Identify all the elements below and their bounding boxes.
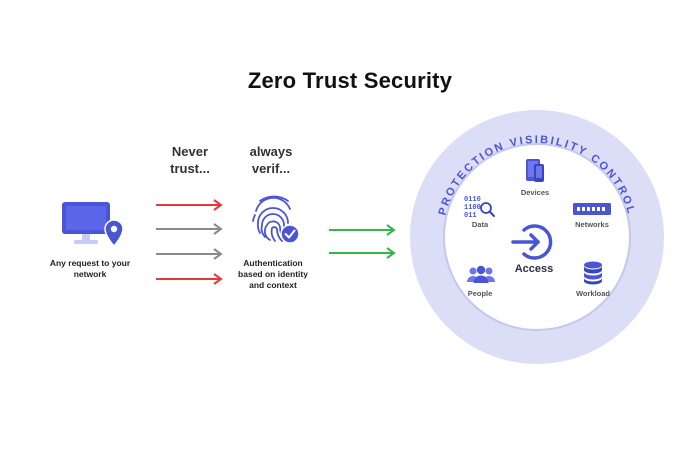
data-label: Data	[471, 220, 489, 229]
gray-arrow-1	[156, 223, 223, 235]
request-caption-line-1: Any request to your	[49, 258, 131, 268]
svg-text:011: 011	[464, 212, 477, 219]
page-title: Zero Trust Security	[247, 68, 453, 93]
always-verify-line-2: verif...	[251, 161, 291, 176]
people-icon	[466, 264, 496, 284]
green-arrow-1	[329, 224, 396, 236]
networks-icon	[572, 202, 612, 216]
verified-arrows	[325, 220, 400, 265]
red-arrow-2	[156, 273, 223, 285]
auth-caption-line-2: based on identity	[238, 269, 308, 279]
workload-icon	[582, 260, 604, 286]
devices-icon	[520, 158, 548, 184]
gray-arrow-2	[156, 248, 223, 260]
access-label: Access	[514, 263, 554, 275]
computer-location-icon	[58, 200, 130, 252]
data-icon: 0110 1100 011	[462, 193, 498, 219]
fingerprint-icon	[246, 193, 306, 249]
request-caption-line-2: network	[73, 269, 107, 279]
green-arrow-2	[329, 247, 396, 259]
never-trust-label: Never trust...	[160, 143, 220, 177]
svg-text:1100: 1100	[464, 204, 481, 212]
never-trust-line-2: trust...	[170, 161, 210, 176]
devices-label: Devices	[520, 188, 550, 197]
networks-label: Networks	[575, 220, 609, 229]
always-verify-label: always verif...	[238, 143, 304, 177]
red-arrow-1	[156, 199, 223, 211]
request-arrows	[150, 195, 230, 295]
people-label: People	[467, 289, 493, 298]
svg-text:0110: 0110	[464, 196, 481, 204]
workload-label: Workload	[575, 289, 611, 298]
always-verify-line-1: always	[249, 144, 293, 159]
inner-circle	[443, 143, 631, 331]
auth-caption-line-1: Authentication	[243, 258, 303, 268]
request-caption: Any request to your network	[30, 258, 150, 280]
auth-caption: Authentication based on identity and con…	[228, 258, 318, 291]
never-trust-line-1: Never	[171, 144, 209, 159]
access-icon	[510, 222, 556, 262]
auth-caption-line-3: and context	[249, 280, 297, 290]
